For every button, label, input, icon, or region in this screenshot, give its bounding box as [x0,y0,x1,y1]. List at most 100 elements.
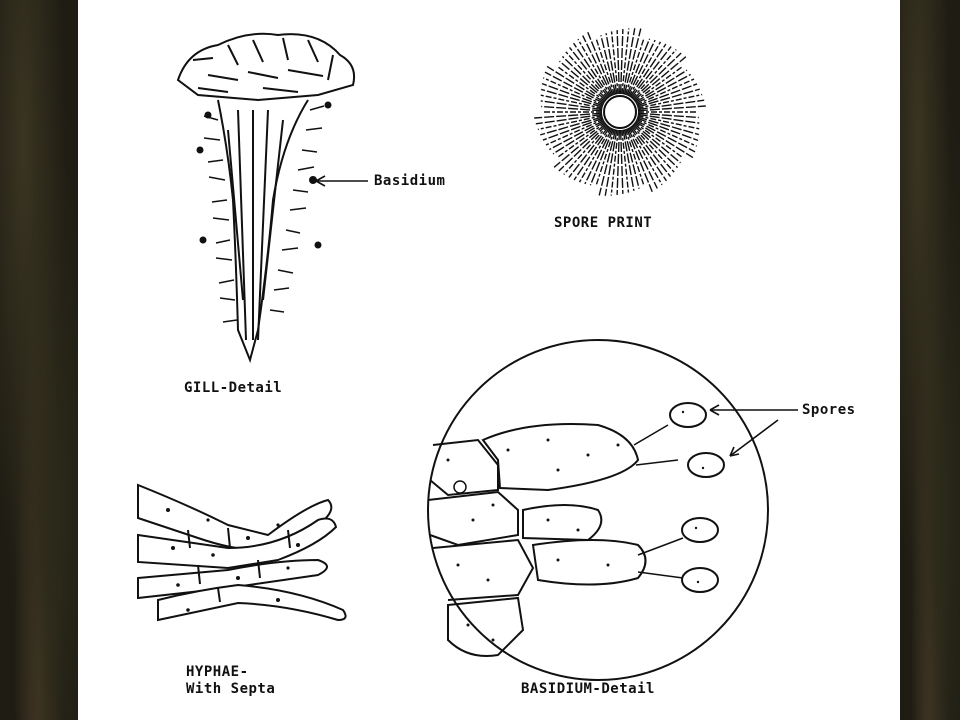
spore-print-ray [637,112,699,119]
spore-print-ray [636,83,698,107]
spore-print-ray [622,129,635,191]
fungus-diagram [137,28,798,681]
spore-print-ray [563,124,609,175]
spore-print-ray [630,125,672,178]
spore-print-ray [540,94,603,109]
spore-print-ray [631,124,675,173]
basidium-pointer-label: Basidium [374,173,446,189]
gill-detail-figure [176,32,368,364]
spore-print-ray [637,105,706,112]
gill-detail-label: GILL-Detail [184,380,283,396]
spore-print-ray [616,30,621,95]
spore-print-ray [635,119,696,153]
spore-print-ray [623,28,642,95]
spore-print-ray [629,43,667,98]
spore-print-ray [628,127,663,186]
spore-print-figure [534,28,706,196]
spore-print-ray [628,41,662,97]
spore-print-ray [605,33,618,95]
spore-print-ray [582,35,613,97]
spore-print-ray [637,99,705,111]
spore-print-ray [629,126,667,182]
spore-print-ray [619,129,624,194]
spore-print-ray [542,117,604,141]
spore-print-ray [616,129,621,195]
spore-print-ray [634,120,694,159]
spore-print-ray [636,117,699,142]
spore-print-ray [549,119,605,151]
spore-print-ray [541,105,603,112]
spore-print-ray [565,51,609,100]
spore-print-ray [624,37,645,96]
basidium-detail-figure [427,339,798,681]
diagram-page: Basidium GILL-Detail SPORE PRINT HYPHAE-… [78,0,900,720]
spore-print-ray [635,73,691,105]
spore-print-ray [626,38,651,96]
spore-print-ray [600,35,617,95]
spore-print-ray [573,126,611,181]
spore-print-ray [595,37,616,96]
spore-print-ray [637,93,703,109]
spore-print-ray [546,65,606,104]
hyphae-label-line2: With Septa [186,681,276,697]
spore-print-ray [578,127,612,183]
spore-print-ray [540,116,603,136]
spore-print-ray [633,123,681,164]
spore-print-ray [626,128,653,193]
spore-print-ray [632,124,679,169]
spore-print-ray [637,88,700,108]
spore-print-ray [540,88,603,108]
spore-print-ray [541,82,604,107]
spores-label: Spores [802,402,856,418]
spore-print-ray [534,112,603,119]
background-left [0,0,78,720]
spore-print-ray [627,39,656,97]
spore-print-ray [584,127,613,185]
spore-print-ray [545,118,604,146]
spore-print-ray [632,52,682,100]
spore-print-ray [633,56,687,101]
spore-print-ray [634,65,684,102]
spore-print-ray [568,125,610,178]
gill-basidia-left [203,115,238,323]
spore-print-label: SPORE PRINT [554,215,653,231]
spore-print-ray [634,69,688,104]
spore-print-ray [558,124,608,172]
spore-print-ray [637,116,700,136]
spore-print-ray [637,113,700,124]
spore-print-ray [621,28,630,95]
spore-print-ray [595,128,616,187]
spore-print-ray [622,28,636,95]
spore-print-ray [542,77,604,106]
spore-print-ray [624,128,645,187]
hyphae-figure [137,483,347,622]
spore-print-ray [630,46,672,99]
spore-print-ray [621,129,630,193]
spore-print-ray [589,128,614,186]
spore-print-ray [540,100,603,111]
spore-print-ray [544,71,605,105]
spore-print-ray [568,46,610,99]
spore-print-ray [577,38,612,97]
spore-print-ray [587,31,614,96]
spore-print-ray [604,129,618,196]
basidium-detail-label: BASIDIUM-Detail [521,681,655,697]
spore-print-ray [637,115,700,130]
spore-print-ray [559,60,607,101]
spore-print-ray [610,129,619,196]
background-right [900,0,960,720]
spore-print-ray [553,123,607,168]
spore-print-ray [636,118,698,147]
hyphae-label-line1: HYPHAE- [186,664,249,680]
spore-print-ray [535,113,603,125]
spore-print-ray [627,127,658,189]
spore-print-ray [623,129,640,189]
spore-print-ray [636,78,695,106]
spore-print-ray [552,120,606,155]
spore-print-ray [561,55,608,100]
spore-print-ray [537,115,603,131]
spore-print-ray [634,122,684,159]
spore-print-ray [573,42,611,98]
spore-print-ray [619,29,624,95]
spore-print-ray [598,129,617,196]
